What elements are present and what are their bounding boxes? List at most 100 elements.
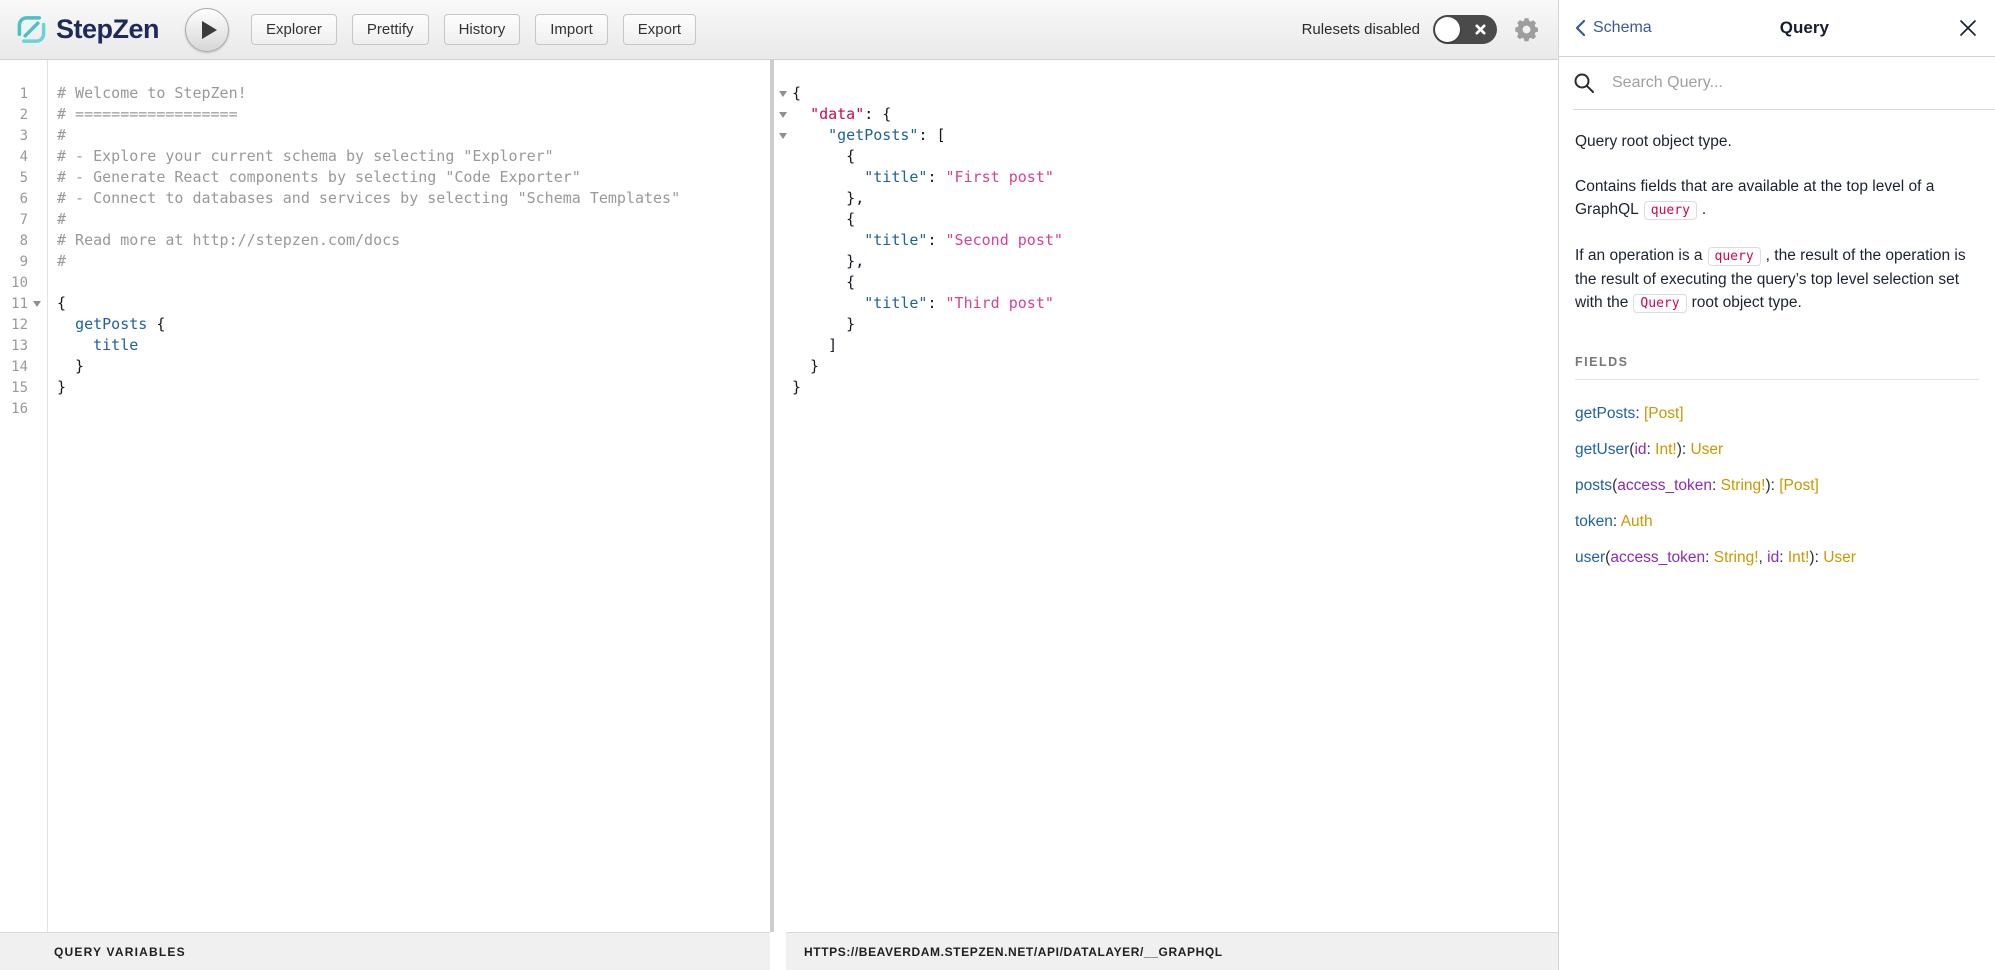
toolbar-button-history[interactable]: History <box>443 14 521 45</box>
punctuation: : <box>1779 549 1788 566</box>
pane-resize-divider[interactable] <box>770 60 774 932</box>
field-row[interactable]: user(access_token: String!, id: Int!): U… <box>1575 548 1979 567</box>
settings-gear-icon[interactable] <box>1513 16 1540 43</box>
type-link[interactable]: User <box>1690 441 1724 458</box>
fold-arrow-icon[interactable] <box>778 111 787 118</box>
doc-close-button[interactable] <box>1957 17 1979 39</box>
doc-back-link[interactable]: Schema <box>1575 19 1652 37</box>
result-line: "title": "First post" <box>864 168 1054 186</box>
query-variables-label: QUERY VARIABLES <box>54 944 186 959</box>
code-line: # - Connect to databases and services by… <box>57 189 681 207</box>
gutter-row: 10 <box>0 272 47 293</box>
result-line: "data": { <box>810 105 892 123</box>
result-gutter-row <box>774 83 791 104</box>
type-link[interactable]: User <box>1823 549 1856 566</box>
code-line: # <box>57 126 67 144</box>
argument-name: id <box>1767 549 1780 566</box>
type-link[interactable]: [Post] <box>1643 405 1684 422</box>
play-icon <box>202 20 218 39</box>
stepzen-logo: StepZen <box>16 14 160 45</box>
line-number: 6 <box>19 190 28 207</box>
gutter-row: 15 <box>0 377 47 398</box>
execute-query-button[interactable] <box>185 7 230 52</box>
gutter-row: 14 <box>0 356 47 377</box>
field-name-link[interactable]: getPosts <box>1575 405 1636 422</box>
doc-explorer-header: Schema Query <box>1559 0 1995 57</box>
toolbar-button-export[interactable]: Export <box>622 14 697 45</box>
doc-search-row <box>1573 57 1995 110</box>
doc-text: Contains fields that are available at th… <box>1575 178 1935 218</box>
type-link[interactable]: Auth <box>1620 513 1653 530</box>
doc-search-input[interactable] <box>1610 73 1979 93</box>
punctuation: : <box>1646 441 1656 458</box>
result-line: "getPosts": [ <box>828 126 946 144</box>
line-number: 3 <box>19 127 28 144</box>
result-line: }, <box>792 252 865 270</box>
result-line: "title": "Third post" <box>864 294 1054 312</box>
toolbar-button-prettify[interactable]: Prettify <box>351 14 429 45</box>
field-row[interactable]: posts(access_token: String!): [Post] <box>1575 476 1979 495</box>
result-gutter-row <box>774 230 791 251</box>
gutter-row: 9 <box>0 251 47 272</box>
toolbar-button-import[interactable]: Import <box>535 14 608 45</box>
result-gutter-row <box>774 293 791 314</box>
result-gutter-row <box>774 104 791 125</box>
doc-text: , the result of the operation is the res… <box>1575 247 1966 311</box>
line-number: 7 <box>19 211 28 228</box>
punctuation: , <box>1758 549 1768 566</box>
gutter-row: 4 <box>0 146 47 167</box>
punctuation: ): <box>1809 549 1824 566</box>
rulesets-toggle[interactable] <box>1433 15 1497 44</box>
query-editor-input[interactable]: # Welcome to StepZen!# =================… <box>49 60 770 419</box>
field-name-link[interactable]: token <box>1575 513 1613 530</box>
result-gutter-row <box>774 251 791 272</box>
punctuation: ): <box>1676 441 1691 458</box>
type-link[interactable]: Int! <box>1655 441 1677 458</box>
line-number: 13 <box>11 337 28 354</box>
field-name-link[interactable]: posts <box>1575 477 1613 494</box>
result-line: { <box>792 147 856 165</box>
stepzen-logo-text: StepZen <box>56 14 160 44</box>
doc-text: If an operation is a <box>1575 247 1703 264</box>
result-line: }, <box>792 189 865 207</box>
field-row[interactable]: token: Auth <box>1575 512 1979 531</box>
doc-explorer-panel: Schema Query Query root object type.Cont… <box>1558 0 1995 970</box>
field-row[interactable]: getUser(id: Int!): User <box>1575 440 1979 459</box>
fields-section-title: FIELDS <box>1575 355 1979 380</box>
punctuation: ( <box>1612 477 1618 494</box>
line-number: 4 <box>19 148 28 165</box>
endpoint-url: HTTPS://BEAVERDAM.STEPZEN.NET/API/DATALA… <box>804 944 1223 959</box>
result-gutter-row <box>774 314 791 335</box>
toolbar: StepZen Explorer Prettify History Import Exp… <box>0 0 1558 60</box>
field-name-link[interactable]: user <box>1575 549 1606 566</box>
result-viewer: { "data": { "getPosts": [ { "title": "Fi… <box>792 60 1558 398</box>
type-link[interactable]: Int! <box>1787 549 1810 566</box>
type-link[interactable]: String! <box>1720 477 1766 494</box>
toolbar-button-explorer[interactable]: Explorer <box>251 14 337 45</box>
line-number: 12 <box>11 316 28 333</box>
doc-paragraph: Contains fields that are available at th… <box>1575 175 1979 222</box>
inline-code-chip: Query <box>1633 294 1687 313</box>
field-row[interactable]: getPosts: [Post] <box>1575 404 1979 423</box>
result-line: { <box>792 210 856 228</box>
query-variables-bar[interactable]: QUERY VARIABLES <box>0 932 770 970</box>
result-gutter-row <box>774 167 791 188</box>
stepzen-logo-icon <box>17 16 46 43</box>
line-number: 8 <box>19 232 28 249</box>
result-gutter-row <box>774 356 791 377</box>
field-name-link[interactable]: getUser <box>1575 441 1630 458</box>
punctuation: : <box>1705 549 1714 566</box>
result-line: { <box>792 273 856 291</box>
code-line: title <box>93 336 139 354</box>
fold-arrow-icon[interactable] <box>778 132 787 139</box>
inline-code-chip: query <box>1643 201 1697 220</box>
line-number: 10 <box>11 274 28 291</box>
fold-arrow-icon[interactable] <box>33 300 41 307</box>
fold-arrow-icon[interactable] <box>778 90 787 97</box>
type-link[interactable]: [Post] <box>1779 477 1819 494</box>
gutter-row: 7 <box>0 209 47 230</box>
type-link[interactable]: String! <box>1713 549 1759 566</box>
punctuation: : <box>1612 513 1621 530</box>
code-line: # <box>57 252 67 270</box>
